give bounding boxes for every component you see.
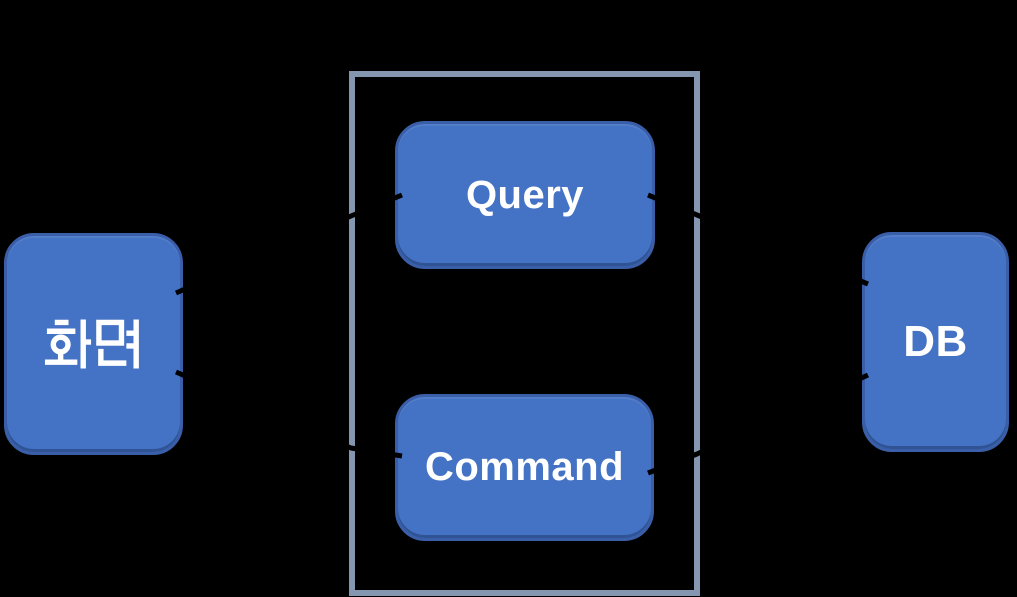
node-query: Query: [395, 121, 655, 269]
node-db-label: DB: [903, 317, 968, 366]
node-command-label: Command: [424, 445, 625, 489]
node-db: DB: [862, 232, 1009, 452]
node-command: Command: [395, 394, 654, 541]
node-screen: 화면: [4, 233, 183, 455]
hangul-screen-label-glyphs: [44, 319, 139, 369]
service-boundary-box: [349, 71, 700, 596]
node-query-label: Query: [465, 172, 585, 217]
